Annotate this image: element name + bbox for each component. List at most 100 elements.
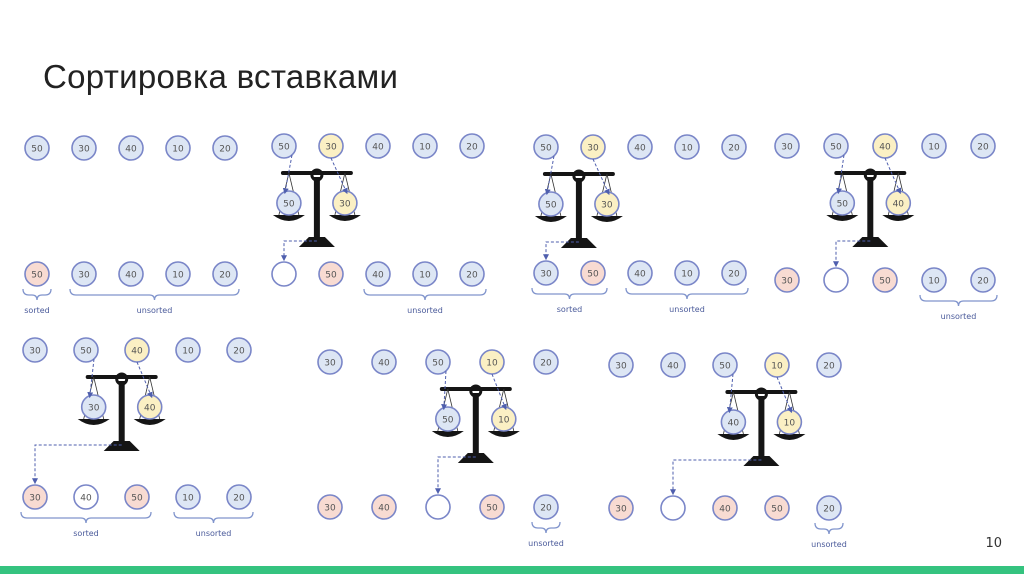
bottom-ball-value: 50 [325,271,337,281]
bottom-ball-value: 40 [378,504,390,514]
bottom-ball-value: 10 [182,494,194,504]
top-ball-value: 10 [172,145,184,155]
scale-pan [826,215,858,221]
top-ball-value: 40 [131,347,143,357]
top-ball-value: 50 [540,144,552,154]
unsorted-label: unsorted [669,305,705,314]
bottom-ball-value: 50 [587,270,599,280]
top-ball-value: 40 [125,145,137,155]
bottom-ball-value: 40 [80,494,92,504]
unsorted-label: unsorted [196,529,232,538]
bottom-ball-value: 50 [131,494,143,504]
unsorted-label: unsorted [811,540,847,549]
top-ball-value: 20 [728,144,740,154]
bottom-ball-value: 10 [419,271,431,281]
top-ball-value: 40 [634,144,646,154]
bottom-ball-value: 10 [681,270,693,280]
pan-ball-value: 10 [784,419,796,429]
top-ball-value: 30 [78,145,90,155]
bottom-ball-value: 50 [486,504,498,514]
scale-post [314,177,320,239]
scale-pan [134,419,166,425]
bottom-ball-circle [272,262,296,286]
pan-ball-value: 30 [88,404,100,414]
sorted-bracket [23,289,51,300]
scale-pan [273,215,305,221]
compare-arrow [777,377,791,412]
scale-pan [717,434,749,440]
pan-ball-value: 50 [442,416,454,426]
sorted-bracket [532,288,607,299]
pan-ball-value: 40 [144,404,156,414]
scale-pan [329,215,361,221]
bottom-ball-value: 10 [928,277,940,287]
scale-pan [78,419,110,425]
bottom-ball-value: 20 [823,505,835,515]
step-panel-4: 3050401020504030501020unsorted [775,134,997,321]
bottom-ball-value: 20 [219,271,231,281]
scale-base [561,238,597,248]
bottom-ball-value: 30 [324,504,336,514]
scale-post [867,177,873,239]
bottom-ball-value: 40 [719,505,731,515]
top-ball-value: 40 [378,359,390,369]
scale-beam [440,387,512,391]
bottom-ball-value: 10 [172,271,184,281]
step-panel-1: 50304010205030401020sortedunsorted [23,136,239,315]
unsorted-bracket [532,522,560,533]
bottom-ball-value: 20 [233,494,245,504]
top-ball-value: 40 [879,143,891,153]
bottom-ball-value: 30 [540,270,552,280]
unsorted-label: unsorted [407,306,443,315]
top-ball-value: 10 [681,144,693,154]
unsorted-label: unsorted [528,539,564,548]
unsorted-bracket [174,512,253,523]
pan-ball-value: 30 [601,201,613,211]
scale-post [119,381,125,443]
top-ball-value: 20 [823,362,835,372]
sorted-label: sorted [24,306,50,315]
unsorted-bracket [70,289,239,300]
top-ball-value: 10 [182,347,194,357]
bottom-ball-circle [426,495,450,519]
scale-beam [834,171,906,175]
sorted-label: sorted [557,305,583,314]
scale-beam [86,375,158,379]
unsorted-bracket [815,523,843,534]
top-ball-value: 10 [419,143,431,153]
top-ball-value: 10 [928,143,940,153]
bottom-ball-value: 50 [31,271,43,281]
page-number: 10 [985,536,1002,551]
bottom-ball-value: 40 [634,270,646,280]
unsorted-bracket [920,295,997,306]
top-ball-value: 50 [432,359,444,369]
top-ball-value: 10 [486,359,498,369]
top-ball-value: 50 [80,347,92,357]
bottom-ball-value: 50 [771,505,783,515]
top-ball-value: 50 [31,145,43,155]
top-ball-value: 20 [540,359,552,369]
top-ball-value: 20 [977,143,989,153]
bottom-ball-value: 40 [372,271,384,281]
bottom-ball-value: 30 [781,277,793,287]
scale-pan [535,216,567,222]
scale-pan [488,431,520,437]
scale-pan [591,216,623,222]
scale-beam [281,171,353,175]
pan-ball-value: 40 [893,200,905,210]
unsorted-bracket [364,289,486,300]
top-ball-value: 40 [667,362,679,372]
scale-post [473,393,479,455]
pan-ball-value: 50 [837,200,849,210]
bottom-ball-value: 20 [540,504,552,514]
scale-base [743,456,779,466]
bottom-ball-value: 40 [125,271,137,281]
bottom-ball-value: 20 [728,270,740,280]
top-ball-value: 20 [219,145,231,155]
pan-ball-value: 50 [545,201,557,211]
pan-ball-value: 50 [283,200,295,210]
